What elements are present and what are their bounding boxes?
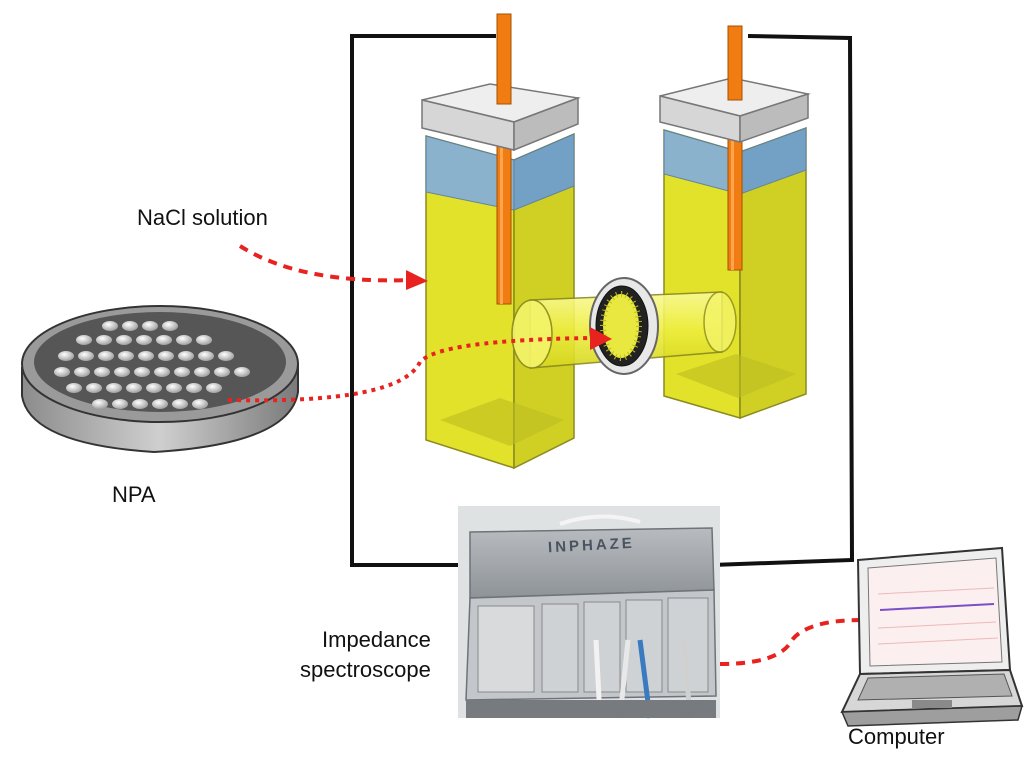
left-cuvette — [421, 13, 581, 470]
npa-well — [138, 351, 154, 361]
npa-well — [134, 367, 150, 377]
npa-well — [152, 399, 168, 409]
laptop-computer — [840, 546, 1024, 727]
npa-well — [136, 335, 152, 345]
npa-well — [234, 367, 250, 377]
npa-well — [172, 399, 188, 409]
npa-well — [156, 335, 172, 345]
npa-well — [158, 351, 174, 361]
npa-well — [74, 367, 90, 377]
npa-well — [174, 367, 190, 377]
impedance-label-line1: Impedance — [322, 627, 431, 652]
npa-well — [78, 351, 94, 361]
npa-well — [186, 383, 202, 393]
npa-well — [206, 383, 222, 393]
npa-well — [218, 351, 234, 361]
npa-well — [58, 351, 74, 361]
npa-label: NPA — [112, 482, 156, 507]
nacl-arrowhead — [406, 270, 428, 290]
nacl-arrow — [238, 244, 411, 283]
npa-well — [142, 321, 158, 331]
npa-well — [76, 335, 92, 345]
npa-well — [196, 335, 212, 345]
npa-well — [154, 367, 170, 377]
impedance-spectroscope-label: Impedance spectroscope — [300, 625, 431, 685]
npa-well — [112, 399, 128, 409]
nanopore-membrane — [603, 294, 639, 358]
npa-well — [114, 367, 130, 377]
npa-well — [54, 367, 70, 377]
npa-well — [192, 399, 208, 409]
connecting-tube — [511, 277, 737, 375]
npa-well — [176, 335, 192, 345]
computer-arrow — [719, 618, 863, 666]
circuit-wire — [350, 34, 496, 567]
npa-well — [106, 383, 122, 393]
npa-well — [162, 321, 178, 331]
npa-well — [214, 367, 230, 377]
npa-well — [198, 351, 214, 361]
npa-arrowhead — [590, 327, 612, 350]
npa-well — [132, 399, 148, 409]
npa-well — [96, 335, 112, 345]
npa-well — [102, 321, 118, 331]
npa-well — [194, 367, 210, 377]
circuit-wire-right — [711, 34, 855, 567]
right-cuvette — [659, 25, 811, 420]
npa-dish — [21, 305, 299, 454]
npa-well — [66, 383, 82, 393]
npa-well — [118, 351, 134, 361]
computer-label: Computer — [848, 724, 945, 749]
npa-well — [166, 383, 182, 393]
npa-well — [98, 351, 114, 361]
impedance-label-line2: spectroscope — [300, 657, 431, 682]
npa-well — [92, 399, 108, 409]
npa-well — [86, 383, 102, 393]
nacl-solution-label: NaCl solution — [137, 205, 268, 230]
laptop-screen — [867, 557, 1003, 667]
npa-well — [146, 383, 162, 393]
npa-well — [178, 351, 194, 361]
npa-well — [122, 321, 138, 331]
npa-well — [126, 383, 142, 393]
npa-well — [94, 367, 110, 377]
npa-well — [116, 335, 132, 345]
impedance-spectroscope-photo — [458, 506, 720, 719]
